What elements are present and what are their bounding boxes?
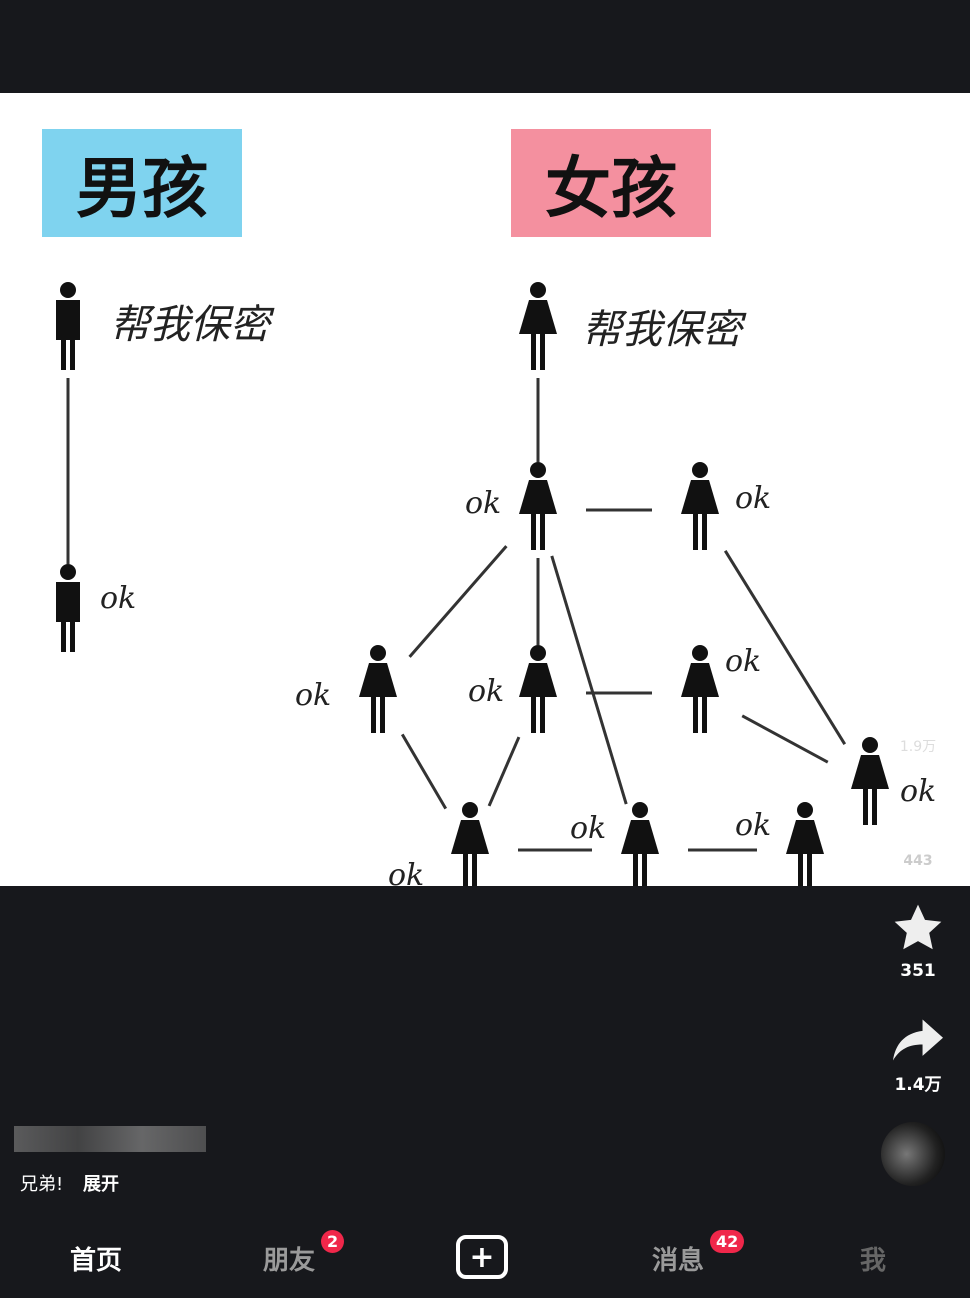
leg: [540, 514, 545, 550]
leg: [61, 616, 66, 652]
ok-label: ok: [735, 808, 771, 843]
messages-badge: 42: [710, 1230, 745, 1253]
share-count: 1.4万: [894, 1075, 942, 1095]
favorite-count: 351: [900, 961, 936, 981]
ok-label: ok: [725, 644, 761, 679]
girl-figure-icon: [851, 755, 889, 789]
ok-label: ok: [570, 811, 606, 846]
girl-figure-icon: [786, 820, 824, 854]
connector-line: [408, 545, 508, 658]
ok-label: ok: [735, 481, 771, 516]
head: [692, 645, 708, 661]
nav-me[interactable]: 我: [860, 1246, 887, 1276]
author-name-blurred[interactable]: [14, 1126, 206, 1152]
like-count: 1.9万: [899, 739, 937, 755]
create-button[interactable]: +: [456, 1235, 508, 1279]
leg: [702, 697, 707, 733]
ok-label: ok: [388, 858, 424, 886]
leg: [540, 334, 545, 370]
secret-text: 帮我保密: [110, 302, 275, 348]
music-avatar[interactable]: [881, 1122, 945, 1186]
head: [692, 462, 708, 478]
girl-figure-icon: [519, 300, 557, 334]
leg: [798, 854, 803, 886]
leg: [371, 697, 376, 733]
leg: [531, 334, 536, 370]
ok-label: ok: [465, 486, 501, 521]
leg: [702, 514, 707, 550]
leg: [807, 854, 812, 886]
caption: 兄弟! 展开: [20, 1170, 119, 1196]
favorite-button[interactable]: 351: [888, 900, 948, 981]
ok-label: ok: [295, 678, 331, 713]
leg: [472, 854, 477, 886]
leg: [531, 514, 536, 550]
boy-figure-icon: [56, 300, 80, 340]
girl-figure-icon: [519, 663, 557, 697]
leg: [380, 697, 385, 733]
share-button[interactable]: 1.4万: [888, 1015, 948, 1095]
leg: [872, 789, 877, 825]
head: [530, 645, 546, 661]
head: [462, 802, 478, 818]
post-image: 男孩 女孩 帮我保密 帮我保密 ok ok ok ok ok ok ok ok ok ok: [0, 93, 970, 886]
girl-figure-icon: [681, 663, 719, 697]
leg: [642, 854, 647, 886]
head: [60, 282, 76, 298]
ok-label: ok: [100, 581, 136, 616]
leg: [70, 616, 75, 652]
star-icon: [894, 904, 942, 950]
girl-figure-icon: [621, 820, 659, 854]
leg: [693, 697, 698, 733]
plus-icon: +: [469, 1239, 495, 1275]
girl-title: 女孩: [511, 129, 711, 237]
girl-figure-icon: [359, 663, 397, 697]
connector-line: [723, 550, 847, 745]
expand-link[interactable]: 展开: [82, 1174, 119, 1195]
leg: [540, 697, 545, 733]
share-icon: [893, 1019, 943, 1061]
leg: [863, 789, 868, 825]
leg: [531, 697, 536, 733]
head: [60, 564, 76, 580]
ok-label: ok: [900, 774, 936, 809]
ok-label: ok: [468, 674, 504, 709]
leg: [61, 334, 66, 370]
nav-friends-label: 朋友: [263, 1246, 316, 1276]
connector-line: [487, 736, 521, 807]
leg: [633, 854, 638, 886]
spread-diagram: 帮我保密 帮我保密 ok ok ok ok ok ok ok ok ok ok: [56, 282, 936, 886]
connector-line: [550, 555, 628, 805]
head: [370, 645, 386, 661]
caption-text: 兄弟!: [20, 1174, 64, 1195]
leg: [70, 334, 75, 370]
leg: [693, 514, 698, 550]
comment-count: 443: [903, 853, 933, 869]
girl-figure-icon: [451, 820, 489, 854]
girl-figure-icon: [519, 480, 557, 514]
nav-home[interactable]: 首页: [70, 1246, 123, 1276]
head: [530, 282, 546, 298]
leg: [463, 854, 468, 886]
connector-line: [741, 714, 829, 764]
girl-figure-icon: [681, 480, 719, 514]
connector-line: [400, 733, 448, 810]
nav-messages-label: 消息: [652, 1246, 705, 1276]
friends-badge: 2: [321, 1230, 345, 1253]
head: [632, 802, 648, 818]
secret-text: 帮我保密: [582, 307, 747, 353]
boy-title: 男孩: [42, 129, 242, 237]
head: [530, 462, 546, 478]
boy-figure-icon: [56, 582, 80, 622]
head: [862, 737, 878, 753]
head: [797, 802, 813, 818]
